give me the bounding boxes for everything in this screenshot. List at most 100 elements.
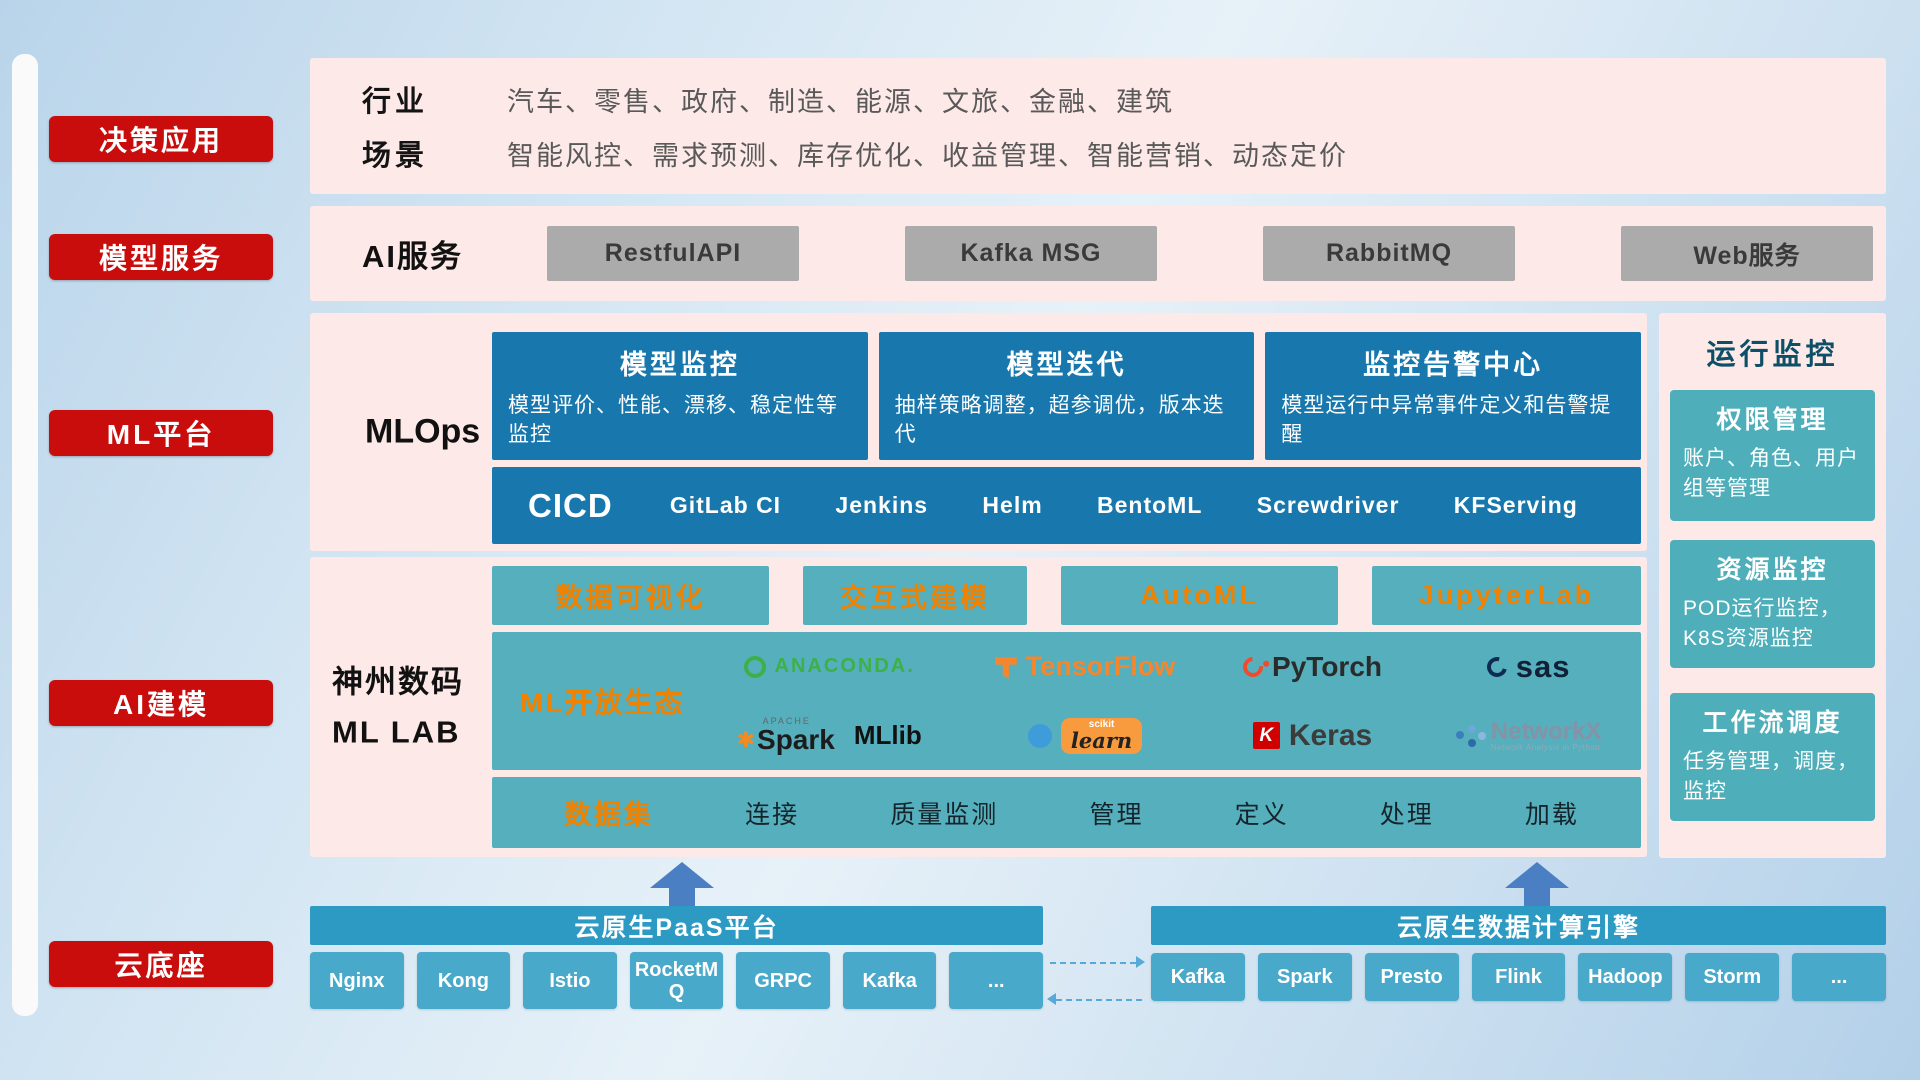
dataset-label: 数据集 — [564, 800, 654, 830]
networkx-logo: NetworkX Network Analysis in Python — [1455, 719, 1601, 753]
button-jupyterlab[interactable]: JupyterLab — [1372, 566, 1641, 625]
sidebar-item-model-service[interactable]: 模型服务 — [49, 234, 273, 280]
ml-ecosystem-label: ML开放生态 — [520, 687, 685, 718]
cicd-jenkins: Jenkins — [835, 492, 929, 518]
mlops-label: MLOps — [365, 412, 481, 451]
chip-kafka[interactable]: Kafka — [842, 952, 937, 1009]
scikit-badge: scikit learn — [1060, 717, 1143, 754]
dataset-load: 加载 — [1524, 800, 1579, 829]
dashed-arrow-left — [1056, 999, 1142, 1001]
card-alert-center: 监控告警中心 模型运行中异常事件定义和告警提醒 — [1265, 332, 1642, 460]
cicd-gitlab-ci: GitLab CI — [669, 492, 782, 518]
card-title: 工作流调度 — [1702, 709, 1843, 737]
dashed-arrow-left-head-icon — [1047, 993, 1056, 1005]
data-engine-header: 云原生数据计算引擎 — [1151, 906, 1886, 945]
anaconda-logo: ANACONDA. — [743, 655, 915, 678]
ml-ecosystem-logos: ANACONDA. TensorFlow PyTorch sas APACHE … — [687, 632, 1641, 770]
run-monitoring-title: 运行监控 — [1706, 339, 1839, 371]
card-title: 监控告警中心 — [1363, 350, 1544, 380]
chip-kong[interactable]: Kong — [416, 952, 511, 1009]
mlops-cards: 模型监控 模型评价、性能、漂移、稳定性等监控 模型迭代 抽样策略调整，超参调优，… — [492, 332, 1642, 460]
card-title: 模型监控 — [619, 350, 740, 380]
dataset-quality: 质量监测 — [890, 800, 999, 829]
networkx-graph-icon — [1455, 731, 1464, 740]
dashed-arrow-right — [1050, 962, 1136, 964]
sidebar-item-ai-modeling[interactable]: AI建模 — [49, 680, 273, 726]
paas-buttons: Nginx Kong Istio RocketMQ GRPC Kafka ... — [310, 952, 1044, 1009]
cicd-helm: Helm — [982, 492, 1043, 518]
chip-istio[interactable]: Istio — [523, 952, 617, 1009]
button-data-visualization[interactable]: 数据可视化 — [492, 566, 769, 625]
dataset-connect: 连接 — [745, 800, 800, 829]
chip-presto[interactable]: Presto — [1364, 953, 1459, 1001]
mllib-logo: MLlib — [853, 720, 922, 750]
keras-k-icon: K — [1252, 722, 1280, 749]
dataset-process: 处理 — [1379, 800, 1434, 829]
ml-ecosystem-box: ML开放生态 ANACONDA. TensorFlow PyTorch sas … — [492, 632, 1641, 770]
button-rabbitmq[interactable]: RabbitMQ — [1263, 226, 1515, 281]
dataset-manage: 管理 — [1089, 800, 1144, 829]
card-title: 权限管理 — [1716, 406, 1829, 434]
sas-logo: sas — [1483, 649, 1571, 685]
cicd-screwdriver: Screwdriver — [1256, 492, 1400, 518]
chip-flink[interactable]: Flink — [1471, 953, 1566, 1001]
pytorch-flame-icon — [1238, 652, 1268, 681]
engine-buttons: Kafka Spark Presto Flink Hadoop Storm ..… — [1151, 953, 1887, 1001]
card-desc: 模型评价、性能、漂移、稳定性等监控 — [508, 394, 838, 447]
chip-grpc[interactable]: GRPC — [736, 952, 830, 1009]
ml-lab-label-line1: 神州数码 — [332, 664, 464, 700]
scikit-learn-logo: scikit learn — [1027, 717, 1143, 754]
chip-rocketmq[interactable]: RocketMQ — [629, 952, 724, 1009]
ai-service-panel: AI服务 RestfulAPI Kafka MSG RabbitMQ Web服务 — [310, 206, 1886, 301]
sidebar-item-ml-platform[interactable]: ML平台 — [49, 410, 273, 456]
industry-value: 汽车、零售、政府、制造、能源、文旅、金融、建筑 — [507, 86, 1174, 117]
sidebar-item-decision-apps[interactable]: 决策应用 — [49, 116, 273, 162]
spark-star-icon: ✱ — [736, 727, 756, 752]
ml-lab-label-line2: ML LAB — [332, 714, 461, 749]
dataset-define: 定义 — [1234, 800, 1289, 829]
card-desc: 账户、角色、用户组等管理 — [1683, 447, 1859, 501]
button-kafka-msg[interactable]: Kafka MSG — [905, 226, 1157, 281]
ml-lab-label: 神州数码 ML LAB — [332, 657, 464, 756]
spark-logo: APACHE ✱ Spark — [736, 716, 835, 755]
scenario-value: 智能风控、需求预测、库存优化、收益管理、智能营销、动态定价 — [507, 140, 1348, 171]
ai-service-buttons: RestfulAPI Kafka MSG RabbitMQ Web服务 — [522, 226, 1873, 281]
up-arrow-engine — [1505, 862, 1569, 906]
card-model-iteration: 模型迭代 抽样策略调整，超参调优，版本迭代 — [878, 332, 1255, 460]
chip-more-paas[interactable]: ... — [949, 952, 1044, 1009]
card-desc: 抽样策略调整，超参调优，版本迭代 — [894, 394, 1225, 447]
pytorch-logo: PyTorch — [1238, 651, 1382, 683]
card-desc: 模型运行中异常事件定义和告警提醒 — [1281, 394, 1612, 447]
industry-label: 行业 — [362, 86, 429, 118]
up-arrow-paas — [650, 862, 714, 906]
paas-platform-header: 云原生PaaS平台 — [310, 906, 1043, 945]
run-monitoring-panel: 运行监控 权限管理 账户、角色、用户组等管理 资源监控 POD运行监控，K8S资… — [1659, 313, 1886, 858]
button-interactive-modeling[interactable]: 交互式建模 — [803, 566, 1027, 625]
button-restfulapi[interactable]: RestfulAPI — [547, 226, 799, 281]
keras-logo: K Keras — [1252, 719, 1372, 753]
card-workflow-scheduling: 工作流调度 任务管理，调度，监控 — [1670, 693, 1875, 821]
chip-kafka2[interactable]: Kafka — [1151, 953, 1245, 1001]
chip-spark[interactable]: Spark — [1257, 953, 1352, 1001]
button-web-service[interactable]: Web服务 — [1621, 226, 1873, 281]
scenario-label: 场景 — [362, 140, 429, 172]
dataset-row: 数据集 连接 质量监测 管理 定义 处理 加载 — [492, 777, 1641, 848]
card-model-monitoring: 模型监控 模型评价、性能、漂移、稳定性等监控 — [492, 332, 868, 460]
scikit-dot-icon — [1027, 723, 1052, 748]
chip-storm[interactable]: Storm — [1685, 953, 1780, 1001]
cicd-bentoml: BentoML — [1097, 492, 1203, 518]
card-title: 模型迭代 — [1006, 350, 1127, 380]
ai-service-label: AI服务 — [362, 239, 463, 274]
chip-more-engine[interactable]: ... — [1792, 953, 1887, 1001]
chip-nginx[interactable]: Nginx — [310, 952, 404, 1009]
sidebar-item-cloud-base[interactable]: 云底座 — [49, 941, 273, 987]
card-resource-monitoring: 资源监控 POD运行监控，K8S资源监控 — [1670, 540, 1875, 668]
tensorflow-logo: TensorFlow — [994, 651, 1175, 682]
cicd-items: GitLab CI Jenkins Helm BentoML Screwdriv… — [643, 492, 1605, 519]
sas-swirl-icon — [1483, 652, 1511, 681]
anaconda-ring-icon — [743, 655, 766, 678]
spark-mllib-logo: APACHE ✱ Spark MLlib — [737, 717, 922, 754]
chip-hadoop[interactable]: Hadoop — [1578, 953, 1673, 1001]
button-automl[interactable]: AutoML — [1061, 566, 1338, 625]
ml-lab-tools: 数据可视化 交互式建模 AutoML JupyterLab — [492, 566, 1641, 625]
